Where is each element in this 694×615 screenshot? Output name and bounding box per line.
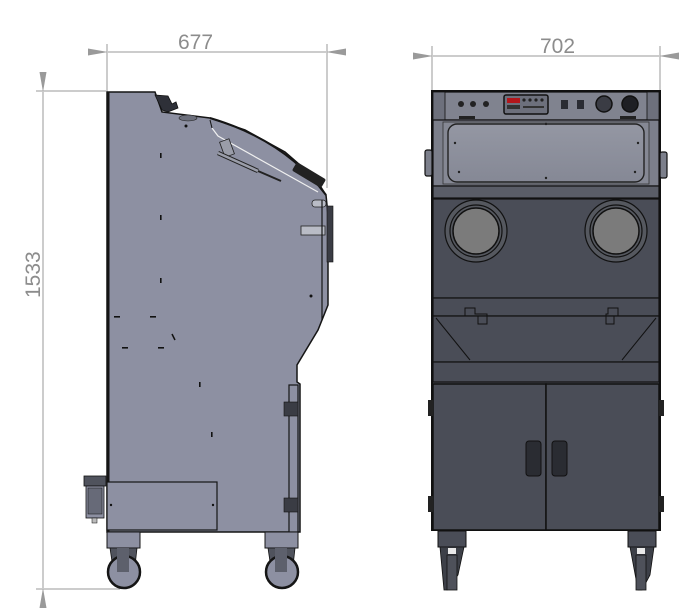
control-panel: [432, 91, 660, 121]
digital-display: [503, 94, 549, 115]
dimension-width: 702: [413, 35, 679, 92]
side-caster-left: [106, 531, 142, 590]
front-caster-right: [627, 530, 657, 591]
indicator-light-1: [458, 101, 464, 107]
side-view: [83, 91, 334, 590]
switch-2: [577, 100, 584, 109]
dimension-height: 1533: [22, 72, 120, 608]
emergency-knob: [621, 95, 639, 113]
right-latch: [659, 151, 668, 179]
gas-spring: [217, 138, 282, 182]
glove-port-left: [444, 199, 508, 263]
indicator-light-3: [483, 101, 489, 107]
width-label: 702: [540, 35, 575, 58]
front-view: [424, 90, 668, 591]
view-window: [447, 123, 645, 183]
right-door-handle: [551, 440, 568, 477]
front-caster-left: [437, 530, 467, 591]
left-door-handle: [525, 440, 542, 477]
cabinet-doors: [428, 383, 664, 531]
side-caster-right: [264, 531, 300, 590]
side-fastener-marks: [114, 124, 313, 437]
gauge-knob: [595, 95, 613, 113]
left-latch: [424, 149, 433, 177]
switch-1: [561, 100, 568, 109]
air-filter: [83, 475, 107, 524]
dimension-depth: 677: [88, 31, 346, 188]
lid-handle: [292, 162, 326, 188]
height-label: 1533: [22, 251, 45, 298]
depth-label: 677: [178, 31, 213, 54]
glove-port-right: [584, 199, 648, 263]
side-control-knob: [154, 94, 179, 113]
indicator-light-2: [470, 101, 476, 107]
